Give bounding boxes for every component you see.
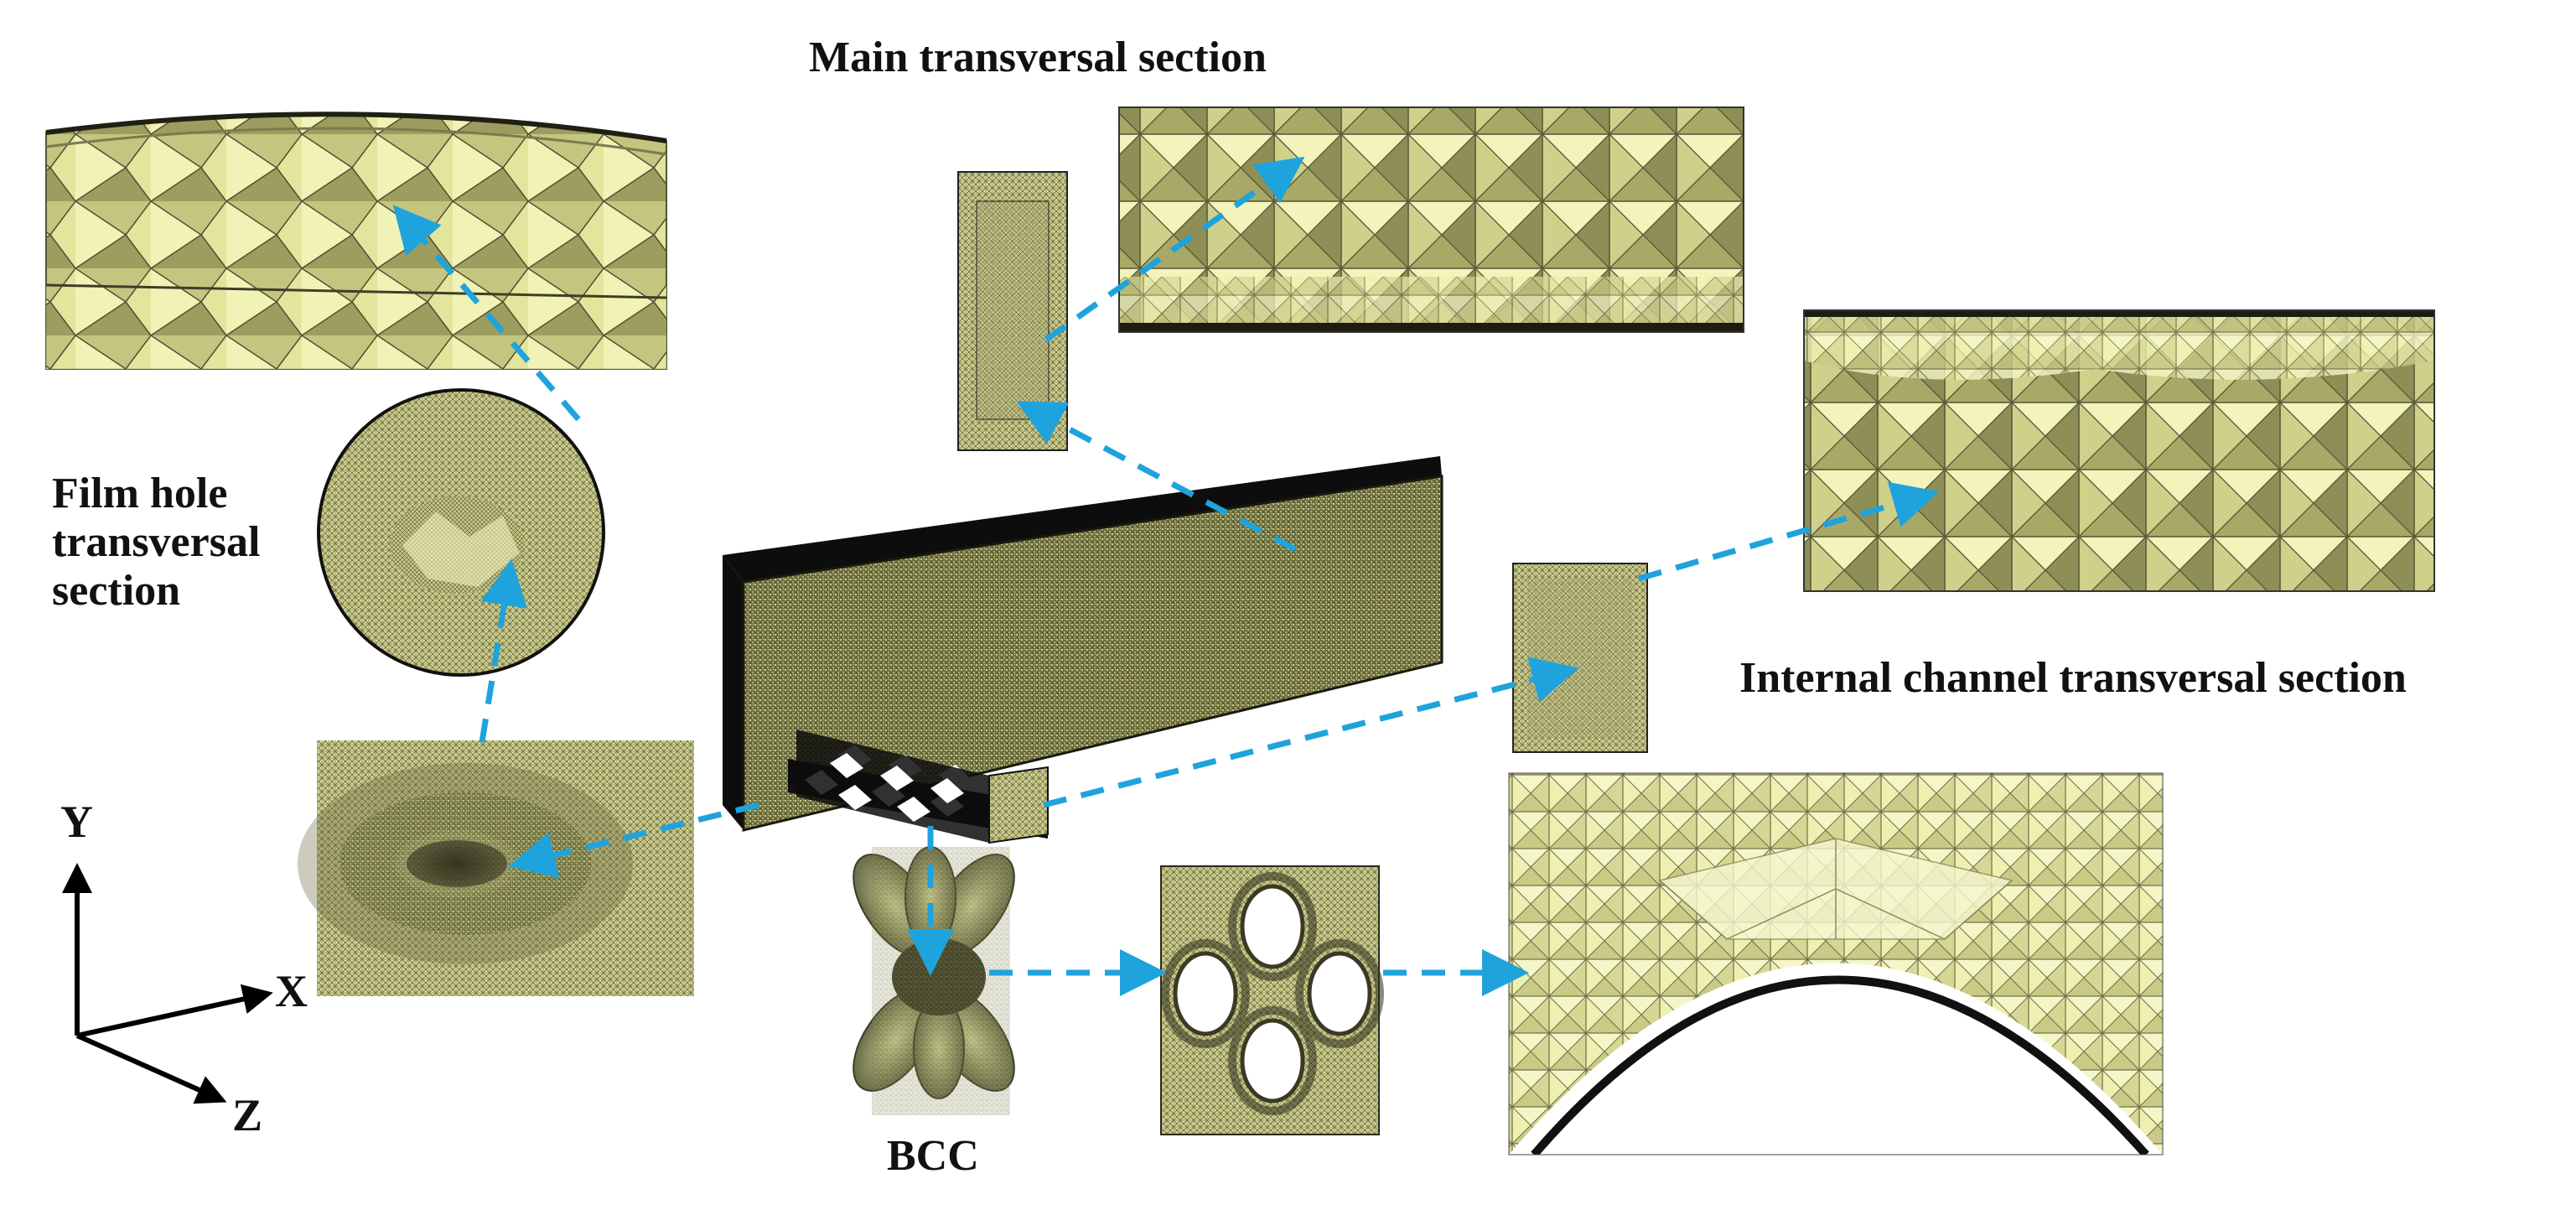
x-axis-label: X [275, 966, 308, 1016]
bcc-unit-cell [853, 846, 1015, 1115]
arrow-panel-to-main-zoom [1044, 156, 1305, 342]
internal-channel-section-label: Internal channel transversal section [1739, 654, 2407, 702]
arrow-beam-to-patch [508, 802, 759, 879]
internal-channel-zoom-mesh [1803, 309, 2435, 592]
film-hole-section-label: Film hole transversal section [52, 470, 337, 616]
connector-arrows [392, 156, 1940, 996]
film-hole-label-line-2: transversal [52, 518, 261, 567]
bcc-section-square [1160, 865, 1384, 1135]
x-axis-arrow [76, 984, 273, 1038]
bcc-label: BCC [887, 1132, 979, 1180]
internal-lattice-beam [788, 730, 1049, 844]
arrow-lattice-to-square [1043, 657, 1579, 808]
bcc-arc-zoom-mesh [1508, 772, 2164, 1155]
arrow-beam-to-panel [1016, 401, 1297, 553]
main-section-thin-panel [957, 171, 1068, 451]
film-hole-label-line-1: Film hole [52, 470, 228, 517]
main-beam-3d [723, 456, 1443, 832]
arrow-patch-to-circle [479, 558, 527, 743]
main-section-zoom-mesh [1118, 106, 1744, 333]
internal-channel-square-section [1512, 563, 1648, 753]
coordinate-axes [62, 863, 273, 1104]
arrow-film-circle-to-strip [392, 205, 581, 422]
z-axis-arrow [75, 1033, 227, 1104]
z-axis-label: Z [232, 1090, 263, 1140]
arrow-square-to-channel-zoom [1638, 481, 1940, 582]
main-transversal-section-label: Main transversal section [809, 34, 1267, 81]
film-hole-surface-patch [298, 740, 694, 996]
film-hole-zoom-mesh [45, 112, 667, 370]
film-hole-circle-section [317, 388, 605, 677]
film-hole-label-line-3: section [52, 567, 181, 615]
y-axis-label: Y [60, 797, 93, 847]
